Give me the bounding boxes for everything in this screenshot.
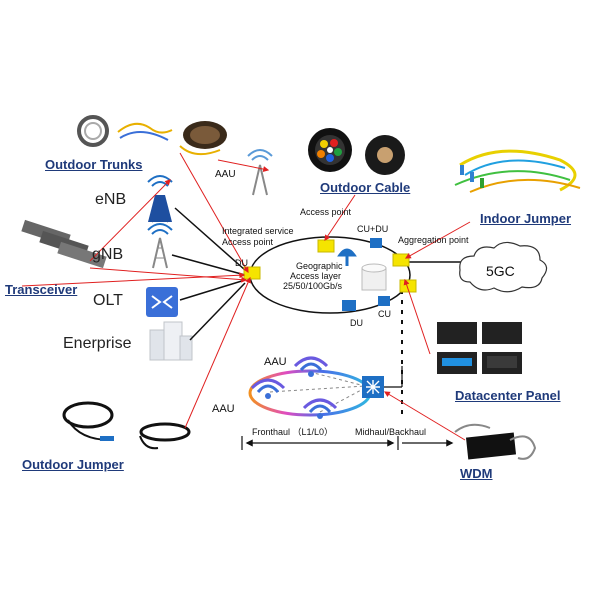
cu-label: CU bbox=[378, 309, 391, 319]
enterprise-label: Enerprise bbox=[63, 335, 132, 352]
cu-server-cylinder bbox=[361, 263, 387, 291]
midhaul-backhaul-label: Midhaul/Backhaul bbox=[355, 427, 427, 437]
olt-label: OLT bbox=[93, 292, 123, 309]
aau-top-tower-icon bbox=[247, 149, 273, 196]
fronthaul-label: Fronthaul （L1/L0） bbox=[252, 427, 334, 437]
outdoor-jumper-image bbox=[62, 401, 191, 450]
du-left-label: DU bbox=[235, 258, 248, 268]
outdoor-cable-label: Outdoor Cable bbox=[320, 180, 411, 195]
indoor-jumper-image bbox=[454, 149, 581, 193]
aau-top-label: AAU bbox=[215, 169, 236, 180]
integrated-service-label: Integrated service bbox=[222, 226, 294, 236]
ring-title-line1: Geographic bbox=[296, 261, 343, 271]
datacenter-panel-label: Datacenter Panel bbox=[455, 388, 561, 403]
core-cloud bbox=[459, 241, 548, 293]
antenna-node bbox=[337, 248, 357, 266]
aau-mid-label: AAU bbox=[264, 356, 287, 368]
outdoor-jumper-label: Outdoor Jumper bbox=[22, 457, 124, 472]
gnb-label: gNB bbox=[92, 246, 124, 263]
wifi-icon bbox=[302, 398, 338, 419]
outdoor-trunks-label: Outdoor Trunks bbox=[45, 157, 143, 172]
aau-left-label: AAU bbox=[212, 403, 235, 415]
cu-du-label: CU+DU bbox=[357, 224, 389, 234]
du-bottom-label: DU bbox=[350, 318, 363, 328]
wdm-image bbox=[454, 423, 537, 460]
aggregation-point-label: Aggregation point bbox=[398, 235, 469, 245]
access-point-label: Access point bbox=[300, 207, 352, 217]
cu-du-node bbox=[370, 238, 382, 248]
wifi-icon bbox=[250, 378, 286, 399]
du-bottom-node bbox=[342, 300, 356, 311]
integrated-access-point-label: Access point bbox=[222, 237, 274, 247]
ring-title-line2: Access layer bbox=[290, 271, 342, 281]
site-links bbox=[171, 207, 246, 341]
core-label: 5GC bbox=[486, 263, 515, 279]
wifi-icon bbox=[293, 356, 329, 377]
datacenter-panel-image bbox=[437, 322, 522, 374]
transceiver-image bbox=[21, 219, 107, 269]
access-point-node bbox=[317, 239, 335, 253]
wdm-label: WDM bbox=[460, 466, 493, 481]
enb-label: eNB bbox=[95, 191, 127, 208]
enterprise-building-icon bbox=[149, 321, 193, 361]
transceiver-label: Transceiver bbox=[5, 282, 78, 297]
outdoor-cable-image bbox=[308, 128, 405, 175]
ring-speed-label: 25/50/100Gb/s bbox=[283, 281, 343, 291]
cu-node bbox=[378, 296, 390, 306]
aggregation-point-node bbox=[392, 253, 410, 267]
product-arrows bbox=[21, 152, 471, 441]
olt-device-icon bbox=[146, 287, 178, 317]
switch-icon bbox=[362, 376, 384, 398]
indoor-jumper-label: Indoor Jumper bbox=[480, 211, 572, 226]
enb-tower-icon bbox=[147, 175, 173, 223]
outdoor-trunks-image bbox=[77, 115, 227, 156]
gnb-tower-icon bbox=[147, 223, 173, 269]
